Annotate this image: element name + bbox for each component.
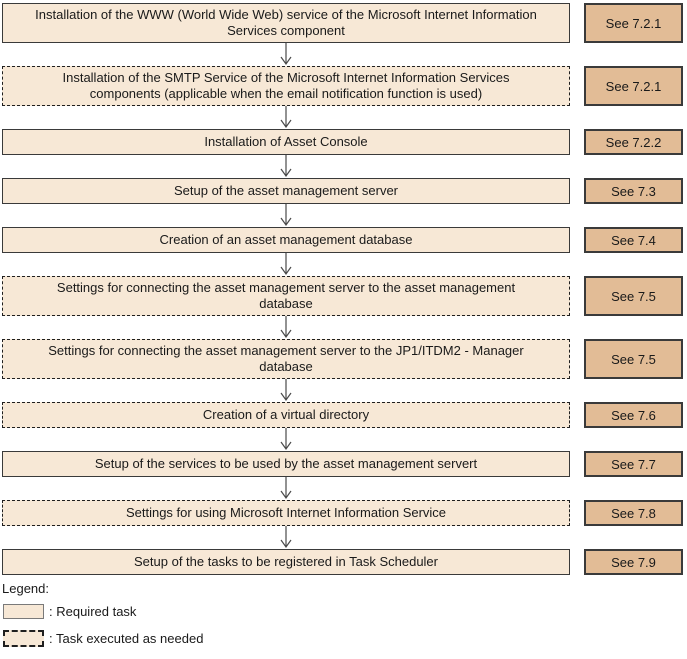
- flow-row: Creation of an asset management database…: [2, 227, 687, 253]
- task-box: Installation of the SMTP Service of the …: [2, 66, 570, 106]
- legend-title: Legend:: [2, 581, 49, 596]
- required-task-swatch: [3, 603, 44, 619]
- flow-connector: [2, 253, 687, 276]
- flow-connector: [2, 204, 687, 227]
- flow-row: Settings for connecting the asset manage…: [2, 339, 687, 379]
- arrow-down-icon: [280, 316, 292, 339]
- arrow-down-icon: [280, 379, 292, 402]
- flow-connector: [2, 477, 687, 500]
- flow-connector: [2, 155, 687, 178]
- arrow-down-icon: [280, 204, 292, 227]
- reference-box: See 7.2.1: [584, 66, 683, 106]
- as-needed-task-swatch: [3, 629, 44, 647]
- reference-box: See 7.8: [584, 500, 683, 526]
- flow-row: Installation of the SMTP Service of the …: [2, 66, 687, 106]
- flow-row: Settings for using Microsoft Internet In…: [2, 500, 687, 526]
- reference-box: See 7.5: [584, 276, 683, 316]
- task-box: Creation of an asset management database: [2, 227, 570, 253]
- flow-row: Installation of the WWW (World Wide Web)…: [2, 3, 687, 43]
- task-box: Setup of the tasks to be registered in T…: [2, 549, 570, 575]
- flow-connector: [2, 43, 687, 66]
- arrow-down-icon: [280, 428, 292, 451]
- reference-box: See 7.2.1: [584, 3, 683, 43]
- reference-box: See 7.4: [584, 227, 683, 253]
- flow-row: Creation of a virtual directory See 7.6: [2, 402, 687, 428]
- legend-item-label: : Task executed as needed: [49, 630, 204, 646]
- flow-row: Installation of Asset Console See 7.2.2: [2, 129, 687, 155]
- flow-connector: [2, 428, 687, 451]
- arrow-down-icon: [280, 155, 292, 178]
- task-box: Setup of the services to be used by the …: [2, 451, 570, 477]
- reference-box: See 7.5: [584, 339, 683, 379]
- legend-item-required: : Required task: [3, 602, 687, 620]
- flow-row: Setup of the tasks to be registered in T…: [2, 549, 687, 575]
- reference-box: See 7.3: [584, 178, 683, 204]
- reference-box: See 7.9: [584, 549, 683, 575]
- task-box: Creation of a virtual directory: [2, 402, 570, 428]
- flow-row: Setup of the services to be used by the …: [2, 451, 687, 477]
- flow-row: Setup of the asset management server See…: [2, 178, 687, 204]
- arrow-down-icon: [280, 253, 292, 276]
- legend: Legend: : Required task : Task executed …: [2, 581, 687, 647]
- flow-connector: [2, 526, 687, 549]
- task-box: Setup of the asset management server: [2, 178, 570, 204]
- arrow-down-icon: [280, 106, 292, 129]
- flow-connector: [2, 379, 687, 402]
- arrow-down-icon: [280, 526, 292, 549]
- installation-flowchart: Installation of the WWW (World Wide Web)…: [2, 3, 687, 575]
- legend-item-label: : Required task: [49, 603, 137, 619]
- legend-item-as-needed: : Task executed as needed: [3, 629, 687, 647]
- task-box: Settings for connecting the asset manage…: [2, 339, 570, 379]
- task-box: Settings for connecting the asset manage…: [2, 276, 570, 316]
- arrow-down-icon: [280, 477, 292, 500]
- arrow-down-icon: [280, 43, 292, 66]
- task-box: Settings for using Microsoft Internet In…: [2, 500, 570, 526]
- flow-row: Settings for connecting the asset manage…: [2, 276, 687, 316]
- task-box: Installation of Asset Console: [2, 129, 570, 155]
- flow-connector: [2, 316, 687, 339]
- task-box: Installation of the WWW (World Wide Web)…: [2, 3, 570, 43]
- reference-box: See 7.7: [584, 451, 683, 477]
- flow-connector: [2, 106, 687, 129]
- reference-box: See 7.2.2: [584, 129, 683, 155]
- reference-box: See 7.6: [584, 402, 683, 428]
